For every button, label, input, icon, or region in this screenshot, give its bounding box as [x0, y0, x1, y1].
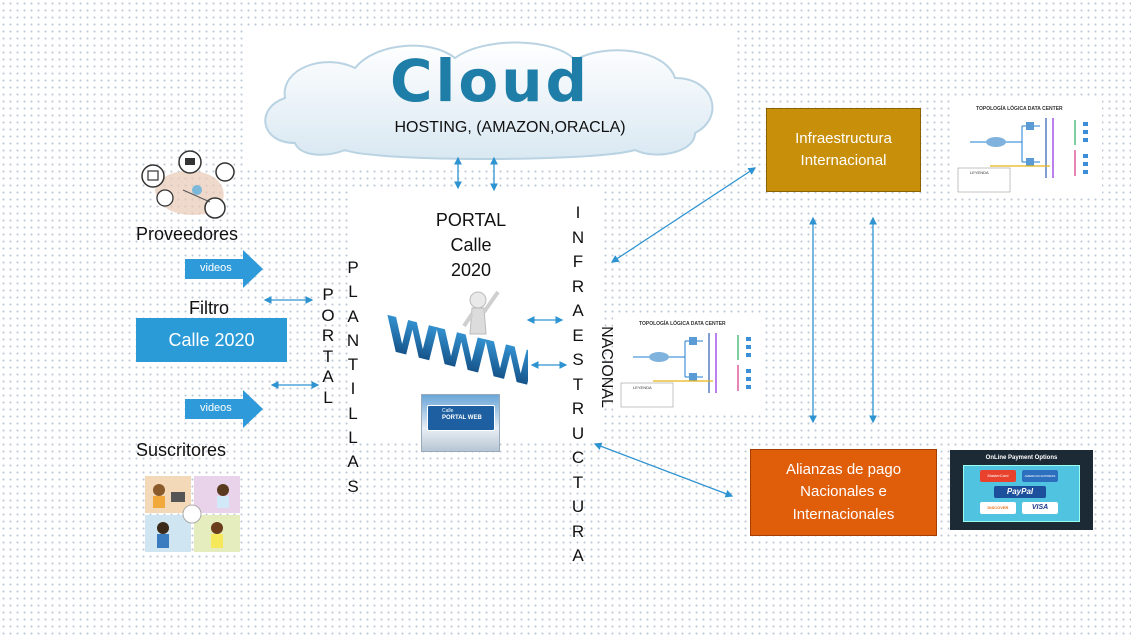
portal-calle-label: PORTAL Calle 2020 — [435, 210, 507, 280]
mastercard-logo: MasterCard — [980, 470, 1016, 482]
suscritores-label: Suscritores — [136, 440, 227, 460]
infra-intl-arrow — [610, 167, 757, 263]
videos-arrow-bottom — [185, 390, 263, 428]
paypal-logo: PayPal — [994, 486, 1046, 498]
infra-intl-line1: Infraestructura — [795, 129, 892, 147]
alianzas-arrow — [593, 442, 734, 498]
videos-label-top: videos — [200, 262, 232, 274]
topology-diagram-right: TOPOLOGÍA LÓGICA DATA CENTER LEYENDA — [950, 100, 1102, 198]
cloud-subtitle: HOSTING, (AMAZON,ORACLA) — [394, 119, 626, 136]
alianzas-de-pago-box: Alianzas de pago Nacionales e Internacio… — [750, 449, 937, 536]
calle-2020-label: Calle 2020 — [168, 329, 255, 350]
alianzas-line3: Internacionales — [792, 505, 895, 523]
payment-options-panel: OnLine Payment Options MasterCard AMERIC… — [950, 450, 1093, 530]
topology-title-center: TOPOLOGÍA LÓGICA DATA CENTER — [639, 319, 726, 327]
videos-arrow-top — [185, 250, 263, 288]
discover-logo: DISCOVER — [980, 502, 1016, 514]
filtro-label: Filtro — [189, 298, 229, 318]
amex-logo: AMERICAN EXPRESS — [1022, 470, 1058, 482]
cloud-title: Cloud — [389, 47, 591, 115]
portal-web-sign: Calle PORTAL WEB — [421, 394, 500, 452]
alianzas-line2: Nacionales e — [800, 483, 887, 501]
suscritores-illustration — [145, 476, 240, 552]
sign-small-text: Calle — [442, 408, 454, 414]
visa-logo: VISA — [1022, 502, 1058, 514]
topology-title-right: TOPOLOGÍA LÓGICA DATA CENTER — [976, 104, 1063, 112]
proveedores-illustration — [141, 150, 235, 219]
topology-diagram-center: TOPOLOGÍA LÓGICA DATA CENTER LEYENDA — [613, 315, 765, 413]
infra-intl-line2: Internacional — [800, 152, 887, 169]
calle-2020-box: Calle 2020 — [136, 318, 287, 362]
www-figure: WWW — [386, 290, 528, 390]
topology-legend-center: LEYENDA — [633, 385, 652, 390]
alianzas-line1: Alianzas de pago — [785, 460, 902, 478]
topology-legend-right: LEYENDA — [970, 170, 989, 175]
proveedores-label: Proveedores — [136, 224, 239, 244]
payment-options-title: OnLine Payment Options — [985, 455, 1058, 461]
infraestructura-internacional-box: Infraestructura Internacional — [766, 108, 921, 192]
svg-text:WWW: WWW — [386, 306, 528, 390]
videos-label-bottom: videos — [200, 402, 232, 414]
sign-main-text: PORTAL WEB — [442, 415, 482, 421]
